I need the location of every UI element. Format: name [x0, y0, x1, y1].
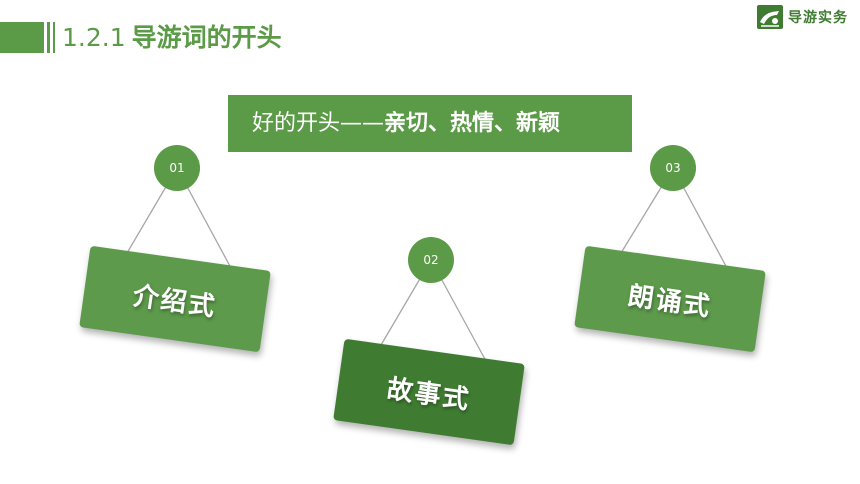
- method-sign: 故事式: [333, 338, 525, 446]
- logo-text: 导游实务: [788, 10, 848, 26]
- course-logo: 导游实务: [757, 4, 848, 30]
- method-sign: 朗诵式: [574, 245, 766, 353]
- method-number-badge: 03: [650, 145, 696, 191]
- method-number-badge: 02: [408, 237, 454, 283]
- section-title: 导游词的开头: [131, 23, 282, 52]
- header-separator: [53, 22, 55, 53]
- method-label: 朗诵式: [625, 280, 714, 323]
- header-separator: [47, 22, 50, 53]
- banner-lead: 好的开头——: [252, 111, 385, 136]
- header-accent-block: [0, 22, 44, 53]
- section-number: 1.2.1: [62, 23, 126, 52]
- method-sign: 介绍式: [79, 245, 271, 353]
- key-point-banner: 好的开头——亲切、热情、新颖: [228, 95, 632, 152]
- method-label: 介绍式: [130, 280, 219, 323]
- method-label: 故事式: [384, 373, 473, 416]
- tour-guide-logo-icon: [757, 5, 783, 29]
- method-number-badge: 01: [154, 145, 200, 191]
- banner-keywords: 亲切、热情、新颖: [384, 111, 561, 136]
